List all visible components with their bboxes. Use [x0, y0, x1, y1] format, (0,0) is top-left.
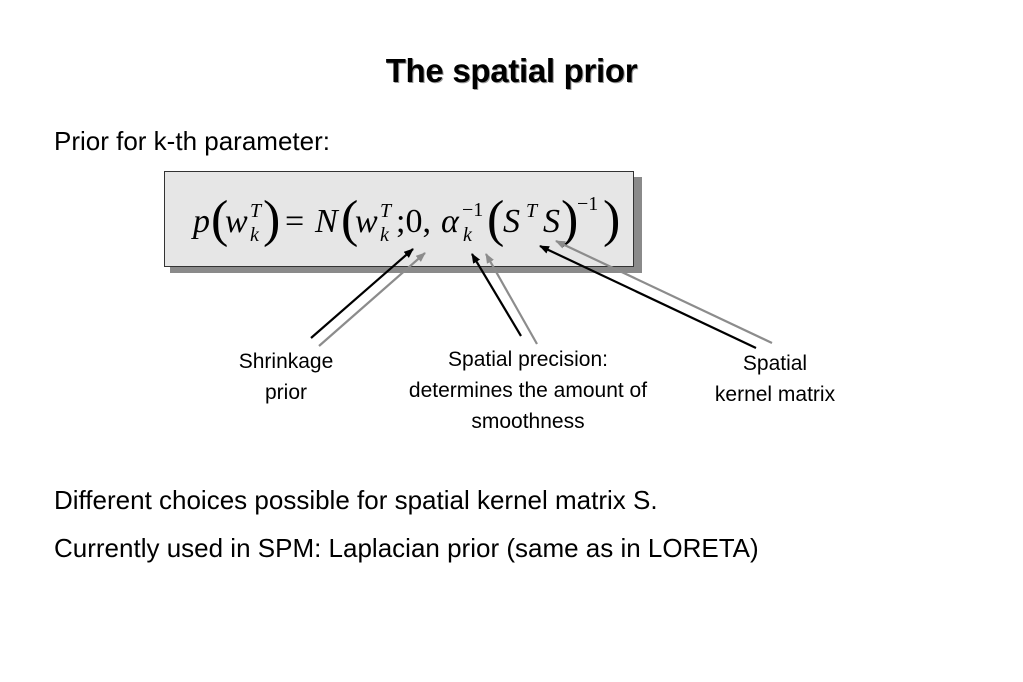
formula-box: p ( w T k ) = N ( w T k ;0, α −1 k	[164, 171, 634, 267]
formula-paren-open-3: (	[487, 191, 504, 248]
body-text-spm-laplacian: Currently used in SPM: Laplacian prior (…	[54, 533, 759, 563]
precision-arrow-black	[471, 253, 522, 337]
intro-text: Prior for k-th parameter:	[54, 126, 330, 156]
formula-args: ;0,	[396, 203, 431, 240]
shrinkage-arrow-gray	[318, 252, 426, 347]
kernel-label-line-2: kernel matrix	[714, 383, 836, 406]
formula-w-2: w	[355, 203, 378, 240]
precision-label-line-3: smoothness	[471, 410, 585, 433]
formula-p: p	[191, 203, 210, 240]
kernel-arrow-black	[539, 245, 757, 349]
kernel-label-line-1: Spatial	[742, 352, 808, 375]
prior-formula: p ( w T k ) = N ( w T k ;0, α −1 k	[165, 172, 635, 268]
formula-alpha: α	[441, 203, 460, 240]
formula-sub-k-1: k	[250, 224, 260, 246]
shrinkage-arrow-black	[310, 248, 414, 339]
formula-paren-close-2: )	[603, 191, 620, 248]
precision-label-line-1: Spatial precision:	[448, 348, 608, 371]
slide-title: The spatial prior	[385, 52, 638, 89]
precision-label-line-2: determines the amount of	[408, 379, 648, 402]
formula-paren-close-1: )	[263, 191, 280, 248]
formula-equals: =	[285, 203, 304, 240]
spatial-precision-label: Spatial precision: determines the amount…	[378, 344, 678, 437]
formula-sup-T-2: T	[380, 200, 393, 222]
shrinkage-label-line-1: Shrinkage	[238, 350, 334, 373]
formula-paren-close-3: )	[561, 191, 578, 248]
formula-sub-k-2: k	[380, 224, 390, 246]
formula-outer-inv: −1	[577, 193, 598, 215]
precision-arrow-gray	[485, 253, 538, 345]
formula-S-2: S	[543, 203, 560, 240]
formula-alpha-sub-k: k	[463, 224, 473, 246]
formula-S-sup-T: T	[526, 200, 539, 222]
formula-sup-T-1: T	[250, 200, 263, 222]
shrinkage-label-line-2: prior	[264, 381, 307, 404]
formula-S-1: S	[503, 203, 520, 240]
formula-paren-open-2: (	[341, 191, 358, 248]
formula-paren-open-1: (	[211, 191, 228, 248]
formula-N: N	[314, 203, 340, 240]
formula-alpha-inv: −1	[462, 199, 483, 221]
spatial-kernel-label: Spatial kernel matrix	[690, 348, 860, 410]
kernel-arrow-gray	[555, 240, 773, 344]
formula-w-1: w	[225, 203, 248, 240]
body-text-kernel-choices: Different choices possible for spatial k…	[54, 485, 658, 515]
shrinkage-prior-label: Shrinkage prior	[206, 346, 366, 408]
formula-svg: p ( w T k ) = N ( w T k ;0, α −1 k	[191, 191, 620, 248]
